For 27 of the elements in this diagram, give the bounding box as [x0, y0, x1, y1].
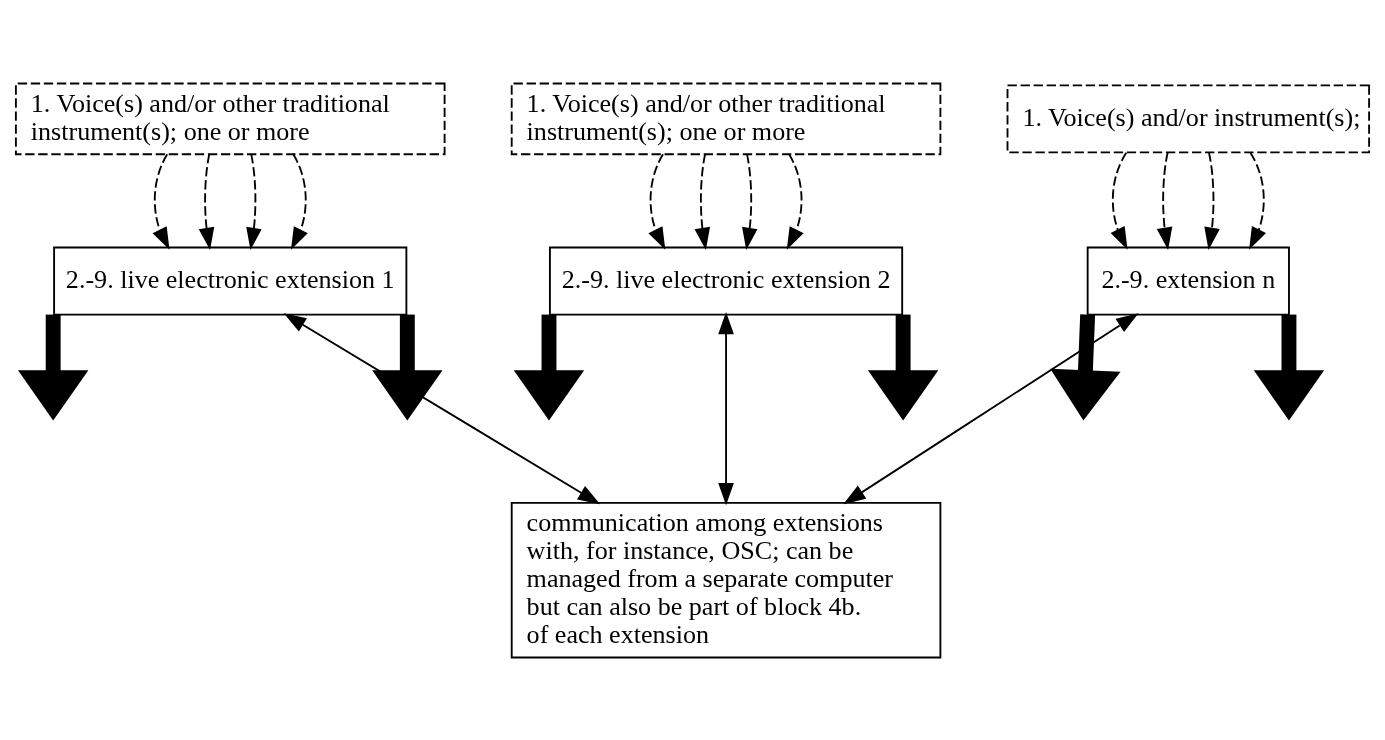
arrow [246, 152, 262, 250]
arrow [648, 152, 666, 250]
node-box: 2.-9. live electronic extension 1 [53, 246, 408, 315]
arrow [742, 152, 758, 250]
arrow [1253, 314, 1325, 421]
node-box: communication among extensions with, for instance, OSC; can be managed from a separate computer but can also be part of block 4b. of each extension [510, 501, 942, 658]
arrow [18, 314, 89, 421]
node-box: 1. Voice(s) and/or other traditional instrument(s); one or more [510, 82, 942, 155]
node-box: 1. Voice(s) and/or other traditional instrument(s); one or more [14, 82, 446, 155]
arrow [152, 152, 170, 250]
arrow [1249, 151, 1266, 250]
arrow [290, 152, 308, 250]
arrow [694, 152, 711, 250]
arrow [843, 312, 1139, 504]
arrow [786, 152, 804, 250]
arrow [1204, 151, 1220, 250]
arrow [1050, 313, 1121, 420]
node-box: 2.-9. live electronic extension 2 [549, 246, 904, 315]
node-box: 2.-9. extension n [1086, 246, 1290, 315]
arrow [718, 311, 734, 505]
arrow [867, 314, 939, 421]
arrow [1110, 151, 1128, 250]
arrow [513, 314, 585, 421]
arrow [198, 152, 215, 250]
node-box: 1. Voice(s) and/or instrument(s); [1006, 83, 1371, 153]
arrow [372, 314, 443, 421]
arrow [1156, 151, 1173, 250]
